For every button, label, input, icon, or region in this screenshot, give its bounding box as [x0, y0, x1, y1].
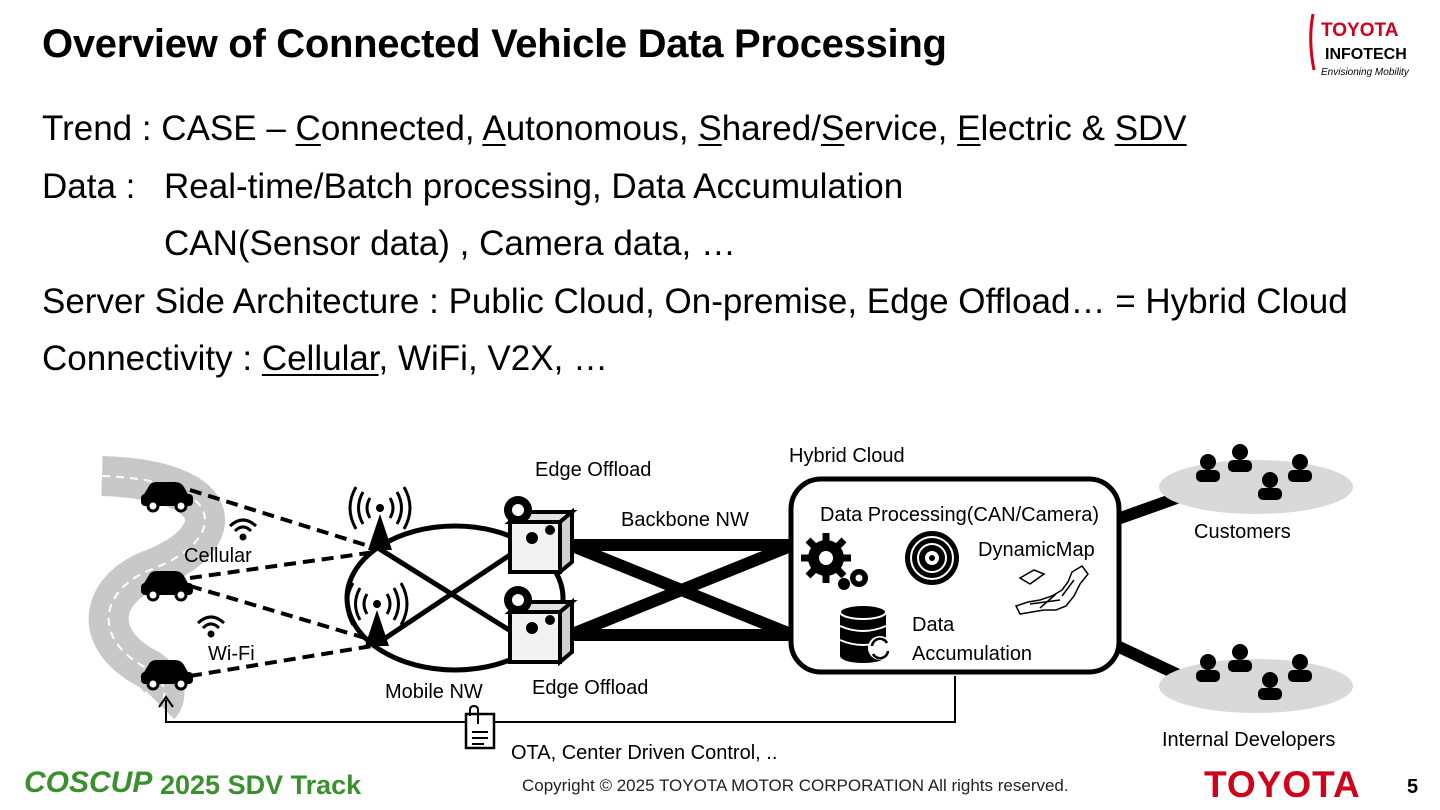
edge-server-bottom	[504, 586, 578, 667]
gears-icon	[801, 533, 868, 590]
document-icon	[464, 704, 496, 750]
trend-sdv: SDV	[1114, 109, 1187, 148]
backbone-nw-label: Backbone NW	[621, 509, 749, 531]
trend-s2-rest: ervice,	[844, 109, 958, 148]
trend-e-rest: lectric &	[980, 109, 1115, 148]
edge-offload-bottom-label: Edge Offload	[532, 677, 648, 699]
car-icon	[141, 660, 193, 691]
wifi-icon	[196, 615, 226, 638]
data-line-1: Data : Real-time/Batch processing, Data A…	[42, 158, 1348, 216]
database-icon	[839, 604, 892, 663]
copyright: Copyright © 2025 TOYOTA MOTOR CORPORATIO…	[522, 776, 1069, 795]
svg-text:INFOTECH: INFOTECH	[1325, 46, 1407, 63]
connectivity-line: Connectivity : Cellular, WiFi, V2X, …	[42, 330, 1348, 388]
edge-offload-top-label: Edge Offload	[535, 459, 651, 481]
disc-icon	[905, 531, 959, 585]
trend-c: C	[295, 109, 321, 148]
ota-feedback-arrow	[158, 676, 956, 723]
ota-label: OTA, Center Driven Control, ..	[511, 742, 777, 764]
wifi-label: Wi-Fi	[208, 643, 255, 665]
cell-tower-icon	[348, 486, 412, 550]
slide-title: Overview of Connected Vehicle Data Proce…	[42, 22, 947, 66]
trend-a-rest: utonomous,	[505, 109, 699, 148]
user-links	[1112, 489, 1188, 684]
trend-line: Trend : CASE – Connected, Autonomous, Sh…	[42, 100, 1348, 158]
wireless-links	[189, 488, 376, 678]
trend-prefix: Trend : CASE –	[42, 109, 296, 148]
car-icon	[141, 571, 193, 602]
svg-text:TOYOTA: TOYOTA	[1321, 20, 1399, 41]
edge-server-top	[504, 496, 578, 577]
developers-ellipse	[1159, 659, 1353, 713]
data-accumulation-label-1: Data	[912, 614, 955, 636]
data-text-2: CAN(Sensor data) , Camera data, …	[164, 224, 736, 263]
data-line-2: CAN(Sensor data) , Camera data, …	[42, 215, 1348, 273]
customers-icon	[1196, 444, 1312, 500]
hybrid-cloud-label: Hybrid Cloud	[789, 445, 905, 467]
trend-c-rest: onnected,	[320, 109, 483, 148]
trend-s1: S	[698, 109, 722, 148]
customers-ellipse	[1159, 460, 1353, 514]
cellular-label: Cellular	[184, 545, 252, 567]
connectivity-rest: , WiFi, V2X, …	[378, 339, 609, 378]
trend-s2: S	[820, 109, 845, 148]
data-label: Data :	[42, 166, 136, 206]
data-text-1: Real-time/Batch processing, Data Accumul…	[164, 166, 904, 206]
trend-e: E	[957, 109, 981, 148]
backbone-links	[567, 539, 796, 641]
sdv-track-label: 2025 SDV Track	[160, 770, 362, 800]
customers-label: Customers	[1194, 521, 1291, 543]
internal-developers-label: Internal Developers	[1162, 729, 1335, 751]
connectivity-cellular: Cellular	[261, 339, 379, 378]
server-line: Server Side Architecture : Public Cloud,…	[42, 281, 1348, 321]
developers-icon	[1196, 644, 1312, 700]
cell-tower-icon	[345, 582, 409, 646]
map-icon	[1014, 565, 1089, 615]
coscup-logo: COSCUP	[24, 766, 153, 799]
svg-text:Envisioning Mobility: Envisioning Mobility	[1321, 67, 1410, 78]
bullet-list: Trend : CASE – Connected, Autonomous, Sh…	[42, 100, 1348, 388]
data-processing-label: Data Processing(CAN/Camera)	[820, 504, 1099, 526]
mobile-nw-label: Mobile NW	[385, 681, 483, 703]
dynamic-map-label: DynamicMap	[978, 539, 1095, 561]
toyota-infotech-logo: TOYOTA INFOTECH Envisioning Mobility	[1309, 13, 1410, 78]
toyota-logo: TOYOTA	[1204, 764, 1361, 805]
connectivity-prefix: Connectivity :	[42, 339, 262, 378]
trend-a: A	[482, 109, 506, 148]
data-accumulation-label-2: Accumulation	[912, 643, 1032, 665]
wifi-icon	[228, 518, 258, 541]
page-number: 5	[1407, 776, 1419, 798]
car-icon	[141, 482, 193, 513]
road-centerline	[101, 475, 206, 706]
trend-s1-rest: hared/	[721, 109, 821, 148]
